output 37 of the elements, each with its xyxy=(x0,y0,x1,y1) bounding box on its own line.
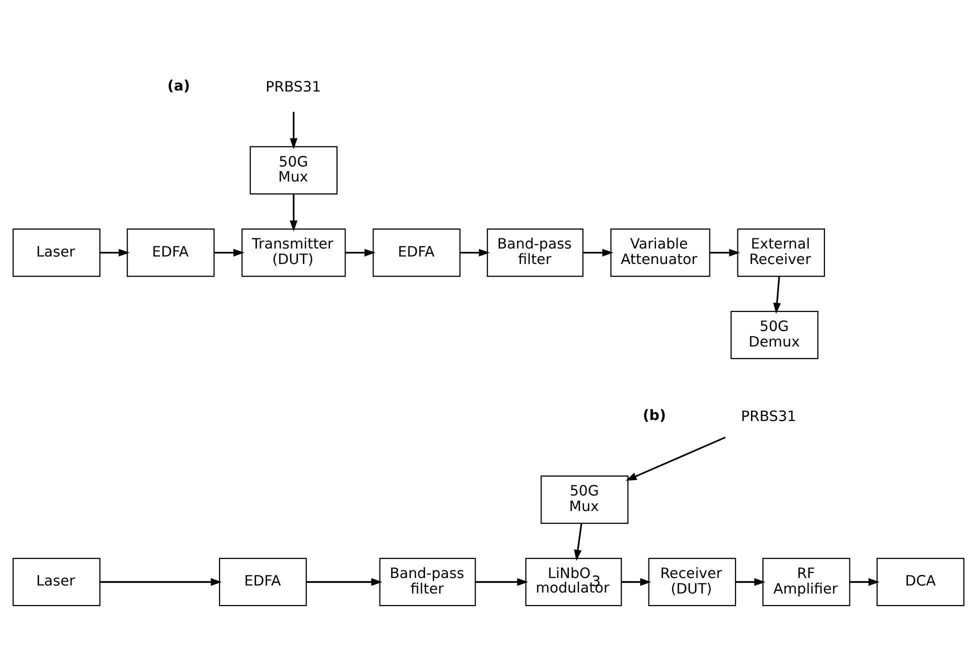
arrow xyxy=(622,578,652,586)
node-box: EDFA xyxy=(218,558,307,606)
arrow xyxy=(710,248,740,257)
arrow xyxy=(850,578,880,586)
node-box: 50G Demux xyxy=(730,310,818,360)
node-box: Band-pass filter xyxy=(486,228,584,277)
node-text: PRBS31 xyxy=(266,80,321,96)
arrow xyxy=(460,248,490,257)
node-box: Laser xyxy=(12,558,100,606)
arrow xyxy=(100,248,130,257)
label: (b) xyxy=(642,408,666,424)
arrow xyxy=(100,578,222,586)
node-box: Laser xyxy=(12,228,100,277)
arrow xyxy=(475,578,528,586)
node-box: EDFA xyxy=(372,228,460,277)
node-box: 50G Mux xyxy=(540,476,628,524)
node-box: 50G Mux xyxy=(250,146,338,194)
node-box: RF Amplifier xyxy=(762,558,850,606)
arrow xyxy=(736,578,766,586)
node-box: Transmitter (DUT) xyxy=(242,228,346,277)
arrow xyxy=(306,578,382,586)
arrow xyxy=(214,248,244,257)
arrow xyxy=(626,436,726,481)
arrow xyxy=(290,194,298,232)
arrow xyxy=(583,248,614,257)
node-box: DCA xyxy=(876,558,964,606)
arrow xyxy=(346,248,376,257)
node-box: Variable Attenuator xyxy=(610,228,710,277)
node-box: Band-pass filter xyxy=(379,558,476,606)
label: (a) xyxy=(167,78,190,95)
node-text: PRBS31 xyxy=(740,409,796,426)
arrow xyxy=(773,276,781,314)
arrow xyxy=(290,112,298,150)
arrow xyxy=(574,523,582,561)
node-box: External Receiver xyxy=(737,228,825,277)
node-box: Receiver (DUT) xyxy=(648,558,736,606)
node-box: EDFA xyxy=(126,228,215,277)
